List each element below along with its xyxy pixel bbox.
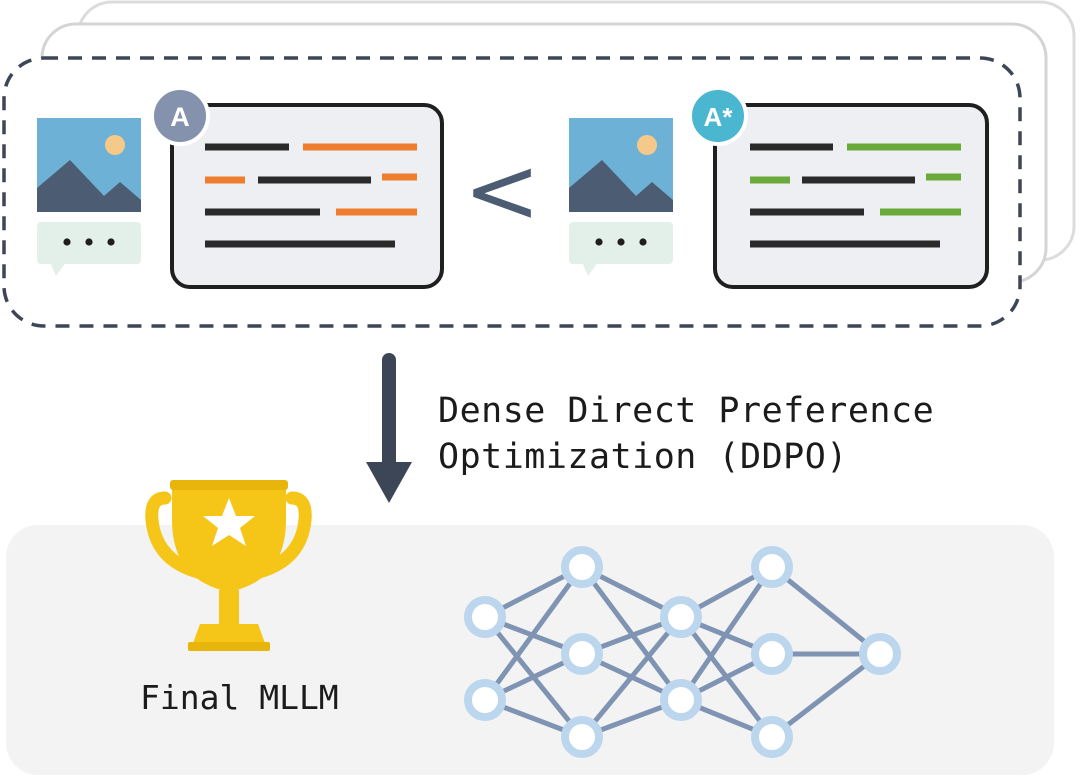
ddpo-caption-line-1: Dense Direct Preference (438, 391, 935, 431)
rejected-badge (150, 86, 210, 146)
ddpo-caption: Dense Direct Preference Optimization (DD… (438, 388, 998, 480)
chosen-response-card (713, 103, 989, 289)
final-model-label: Final MLLM (140, 678, 339, 717)
rejected-badge-label: A (170, 102, 190, 132)
final-model-panel (6, 525, 1054, 775)
speech-bubble-icon (569, 222, 673, 276)
rejected-response-lines (205, 143, 417, 248)
chosen-badge-label: A* (704, 102, 734, 132)
down-arrow-icon (366, 353, 412, 503)
neural-network-icon (464, 546, 901, 758)
chosen-response-lines (750, 143, 961, 248)
image-icon (569, 118, 673, 212)
comparator-symbol: < (463, 137, 540, 244)
ddpo-caption-line-2: Optimization (DDPO) (438, 437, 848, 477)
chosen-badge (688, 86, 748, 146)
image-icon (37, 118, 141, 212)
speech-bubble-icon (37, 222, 141, 276)
trophy-icon (145, 480, 312, 651)
rejected-response-card (170, 103, 444, 289)
